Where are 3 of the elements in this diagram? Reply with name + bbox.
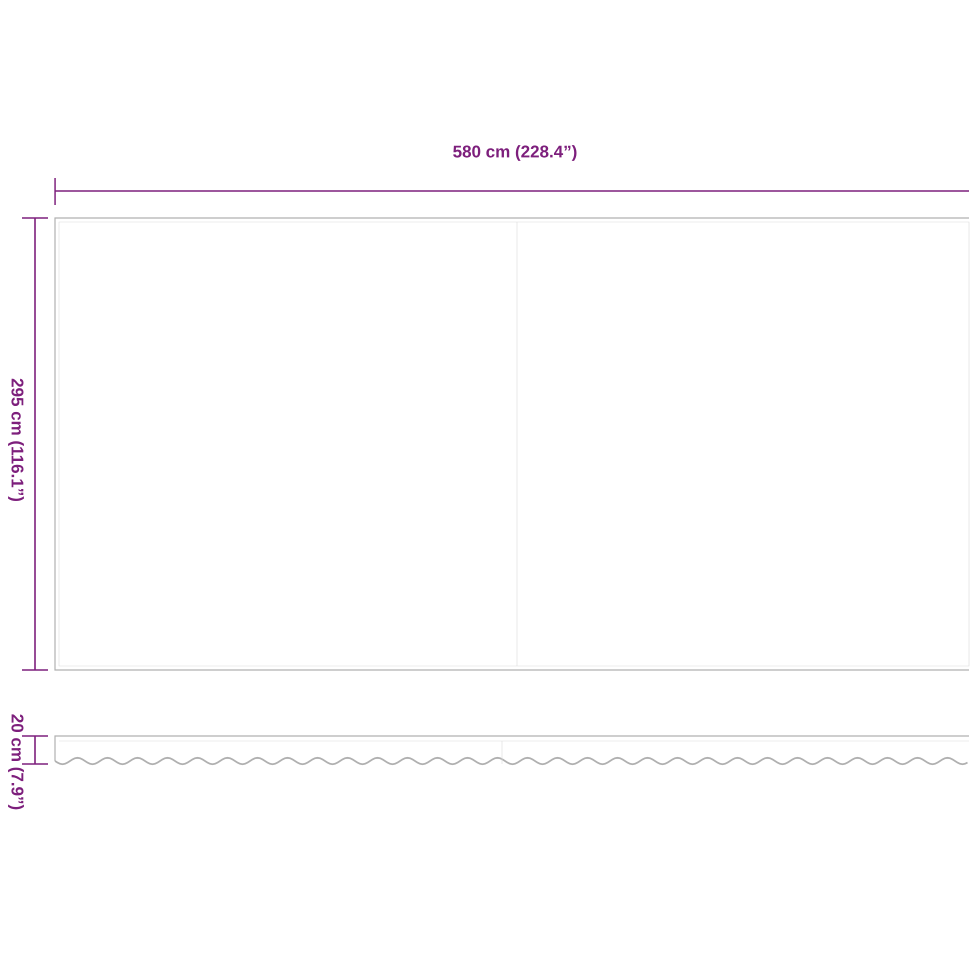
dimension-label: 295 cm (116.1”) <box>8 378 24 502</box>
dimension-label: 20 cm (7.9”) <box>8 714 24 810</box>
dimension-label: 580 cm (228.4”) <box>453 145 576 161</box>
